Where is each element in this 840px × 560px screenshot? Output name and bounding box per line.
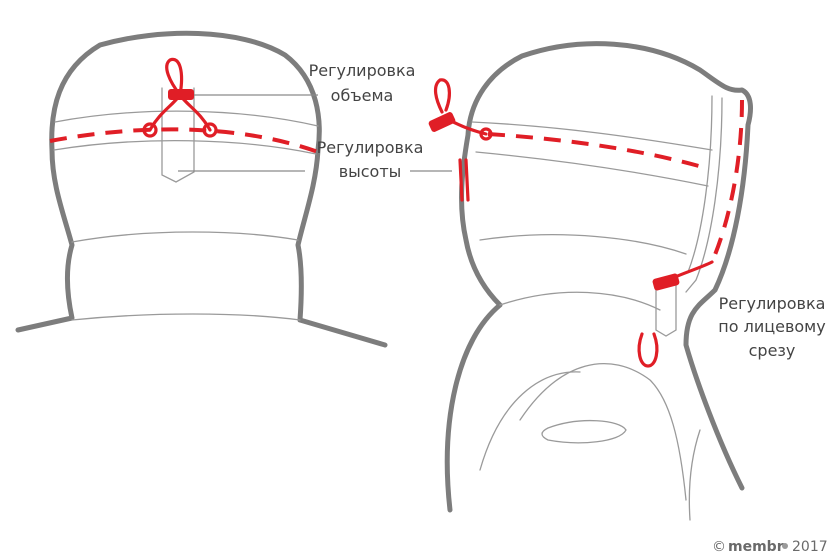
- back-tab: [161, 87, 195, 183]
- side-neck-seam: [479, 234, 687, 255]
- label-height-line1: Регулировка: [317, 138, 424, 157]
- back-height-dashes: [49, 127, 319, 154]
- back-seam-neck: [71, 313, 301, 321]
- side-face-cord-loop: [637, 332, 659, 368]
- label-face-line2: по лицевому: [718, 317, 825, 336]
- side-inner-edge: [687, 95, 713, 273]
- label-face-line3: срезу: [749, 341, 796, 360]
- side-face-dashes: [710, 99, 744, 263]
- side-face-edge: [685, 97, 723, 293]
- side-cord-stopper-top: [428, 112, 456, 132]
- side-sleeve-line: [688, 429, 701, 521]
- back-grommet-left: [142, 122, 158, 138]
- label-face: Регулировка по лицевому срезу: [718, 294, 825, 360]
- side-cord-stopper-face: [652, 273, 680, 291]
- back-grommet-right: [202, 122, 218, 138]
- copyright-symbol: ©: [712, 539, 726, 555]
- label-height: Регулировка высоты: [317, 138, 424, 181]
- copyright-brand: membr: [728, 539, 784, 555]
- label-height-line2: высоты: [339, 162, 402, 181]
- copyright: © membr 2017: [712, 539, 828, 555]
- copyright-year: 2017: [792, 539, 828, 555]
- side-arm-fold-2: [479, 371, 581, 471]
- back-band-bottom: [53, 140, 317, 155]
- back-volume-cord: [148, 93, 212, 132]
- label-volume-line1: Регулировка: [309, 61, 416, 80]
- back-hood-outline: [15, 30, 388, 348]
- label-volume: Регулировка объема: [309, 61, 416, 105]
- back-cord-loop: [165, 57, 184, 97]
- side-cord-loop: [433, 78, 451, 114]
- hood-side-view: [410, 41, 753, 521]
- side-pocket-oval: [541, 419, 627, 444]
- side-tab: [655, 284, 677, 337]
- side-hanging-cord: [458, 158, 470, 202]
- hood-back-view: [15, 30, 388, 348]
- side-hood-outline: [444, 41, 753, 513]
- side-shoulder-fold: [499, 291, 661, 311]
- back-band-top: [54, 110, 319, 127]
- side-band-bottom: [475, 151, 709, 187]
- back-cord-stopper: [168, 89, 194, 100]
- brand-dot-icon: [782, 543, 788, 549]
- side-arm-fold-1: [519, 362, 687, 501]
- label-face-line1: Регулировка: [719, 294, 826, 313]
- side-height-dashes: [487, 132, 707, 170]
- label-volume-line2: объема: [331, 86, 394, 105]
- side-band-top: [471, 121, 713, 151]
- back-seam-mid: [71, 231, 299, 243]
